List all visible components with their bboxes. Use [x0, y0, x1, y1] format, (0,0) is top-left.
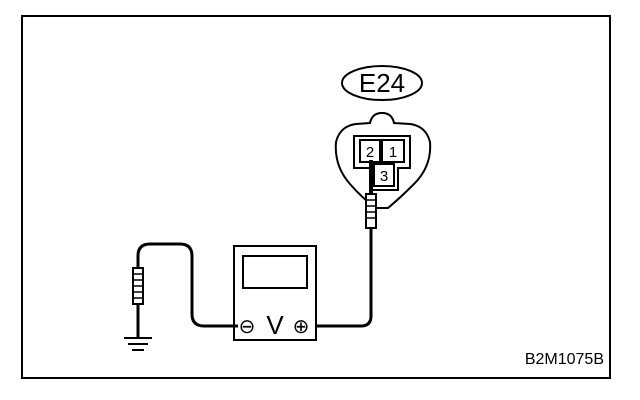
positive-probe-body — [365, 193, 377, 229]
voltmeter-symbol: V — [266, 310, 284, 340]
negative-probe — [132, 267, 144, 338]
positive-terminal: ⊕ — [293, 316, 310, 338]
positive-lead-wire — [312, 228, 373, 328]
connector-label-oval — [341, 65, 423, 101]
probe-tip — [369, 160, 373, 194]
voltmeter: V ⊖ ⊕ — [233, 245, 317, 341]
connector-e24: 2 1 3 — [334, 111, 432, 209]
pin-1-box — [381, 139, 405, 163]
pin-3-box — [373, 163, 395, 187]
pin-1-label: 1 — [389, 144, 397, 161]
negative-lead-wire — [136, 242, 238, 328]
connector-label-text: E24 — [359, 68, 405, 98]
pin-2-label: 2 — [366, 144, 374, 161]
negative-terminal: ⊖ — [239, 316, 256, 338]
voltmeter-display — [242, 255, 308, 289]
ground-icon — [124, 337, 152, 351]
pin-3-label: 3 — [380, 168, 388, 185]
connector-label: E24 — [341, 65, 423, 101]
figure-frame — [21, 15, 611, 379]
pin-block — [353, 135, 411, 191]
figure-code: B2M1075B — [525, 351, 604, 368]
